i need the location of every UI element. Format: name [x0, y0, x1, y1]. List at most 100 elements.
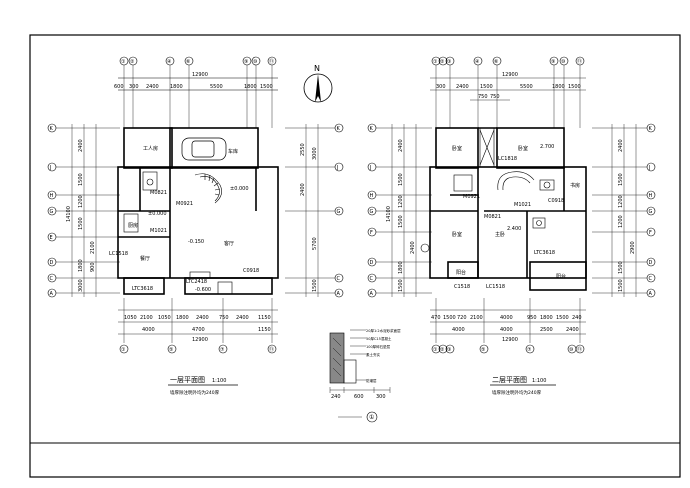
p2-note: 墙厚除注明外均为240厚 — [492, 389, 542, 396]
detail-dim: 600 — [354, 394, 364, 400]
p2-left-dim: 2400 — [398, 139, 404, 152]
p2-bottom-axis: ③ — [447, 347, 451, 353]
p2-right-axis: H — [649, 193, 653, 199]
p1-top-axis: ② — [130, 59, 135, 65]
p1-top-dim: 600 — [114, 84, 124, 90]
p2-right-axis: G — [649, 209, 653, 215]
p1-left-dim: 1800 — [78, 259, 84, 272]
p2-room: 书房 — [570, 182, 580, 189]
p2-level: 2.700 — [540, 144, 554, 150]
p1-bottom-dim: 2400 — [196, 315, 209, 321]
second-floor-plan: ① ② ③ ④ ⑥ ⑨ ⑩ ⑪ 12900 300 2400 1500 5500… — [367, 56, 656, 396]
p2-top-total: 12900 — [502, 72, 518, 78]
p2-right-dim: 1500 — [618, 173, 624, 186]
p2-top-dim: 5500 — [520, 84, 533, 90]
p1-label: M0821 — [150, 190, 167, 196]
p2-left-dim: 2400 — [410, 241, 416, 254]
p2-level: 2.400 — [507, 226, 521, 232]
p2-bottom-dim2: 4000 — [500, 327, 513, 333]
detail-layer: 50厚C15混凝土 — [366, 336, 392, 341]
sheet-border — [29, 34, 681, 478]
p2-right-axis: A — [649, 291, 653, 297]
p1-right-dim: 1500 — [312, 279, 318, 292]
p1-room: 工人房 — [143, 145, 158, 152]
p1-label: LTC2418 — [186, 279, 207, 285]
p1-label: LTC3618 — [132, 286, 153, 292]
p1-room: 车库 — [228, 148, 238, 155]
p2-bottom-axis: ⑪ — [577, 346, 582, 353]
p2-right-axis: C — [649, 276, 653, 282]
p2-left-axis: A — [370, 291, 374, 297]
p2-top-dim: 1800 — [552, 84, 565, 90]
p1-title: 一层平面图 — [170, 376, 205, 384]
p2-bottom-dim2: 2400 — [566, 327, 579, 333]
p2-bottom-dim: 240 — [572, 315, 582, 321]
p1-label: M0921 — [176, 201, 193, 207]
p1-bottom-dim: 1800 — [176, 315, 189, 321]
p2-label: M0921 — [463, 194, 480, 200]
p2-bottom-dim: 1500 — [556, 315, 569, 321]
p2-bottom-axis: ① — [433, 347, 438, 353]
p1-room: 餐厅 — [140, 255, 150, 262]
p1-left-dim: 3000 — [78, 279, 84, 292]
p1-bottom-axis: ⑪ — [269, 346, 274, 353]
p1-left-dim: 1500 — [78, 217, 84, 230]
p1-left-axis: K — [50, 126, 54, 132]
p1-bottom-dim: 750 — [219, 315, 229, 321]
p2-top-dim: 2400 — [456, 84, 469, 90]
p1-bottom-dim: 2400 — [236, 315, 249, 321]
p2-top-subdim: 750 — [478, 94, 488, 100]
p2-left-axis: J — [369, 165, 371, 171]
p2-right-dim: 2400 — [618, 139, 624, 152]
p2-top-dim: 300 — [436, 84, 446, 90]
p1-left-dim: 2100 — [90, 241, 96, 254]
p2-right-axes: K J H G F D C A — [646, 123, 656, 298]
p2-left-dim: 1800 — [398, 261, 404, 274]
p1-top-axis: ④ — [167, 59, 172, 65]
detail-dim: 300 — [376, 394, 386, 400]
stair-icon — [479, 128, 535, 191]
detail-layer: 20厚1:2水泥砂浆面层 — [366, 328, 401, 333]
p1-bottom-axis: ① — [121, 347, 126, 353]
p1-label: LC1518 — [109, 251, 128, 257]
north-arrow-icon: N — [303, 64, 333, 103]
p2-label: LTC3618 — [534, 250, 555, 256]
p2-right-dim: 1500 — [618, 261, 624, 274]
p1-level: -0.150 — [188, 239, 204, 245]
p1-left-axis: E — [50, 235, 53, 241]
p2-title: 二层平面图 — [492, 376, 527, 384]
p2-room: 阳台 — [456, 269, 466, 276]
p2-bottom-dim: 2100 — [470, 315, 483, 321]
p1-left-dim: 900 — [90, 262, 96, 272]
p2-top-axis: ② — [440, 59, 445, 65]
p1-bottom-dim: 1050 — [124, 315, 137, 321]
p1-bottom-dim: 2100 — [140, 315, 153, 321]
p1-right-axis: C — [337, 276, 341, 282]
p2-left-axis: F — [370, 230, 373, 236]
p2-left-axes: K J H G F D C A — [367, 123, 377, 298]
p1-top-axes: ① ② ④ ⑥ ⑨ ⑩ ⑪ — [119, 56, 277, 66]
p2-bottom-dim2: 4000 — [452, 327, 465, 333]
p2-room: 阳台 — [556, 273, 566, 280]
p2-left-dim: 1500 — [398, 215, 404, 228]
p2-bottom-axis: ② — [440, 347, 445, 353]
p1-top-dim: 1800 — [244, 84, 257, 90]
p2-top-axis: ⑩ — [561, 59, 566, 65]
p2-bottom-axis: ⑩ — [569, 347, 574, 353]
p1-note: 墙厚除注明外均为240厚 — [170, 389, 220, 396]
p2-right-axis: D — [649, 260, 653, 266]
p1-bottom-axes: ① ⑤ ⑦ ⑪ — [119, 344, 277, 354]
detail-axis: ① — [369, 414, 374, 421]
p2-right-dim: 1200 — [618, 195, 624, 208]
p2-left-axis: H — [370, 193, 374, 199]
p1-right-axes: K J G C A — [334, 123, 344, 298]
p2-room: 卧室 — [452, 231, 462, 238]
detail-layer: 100厚碎石垫层 — [366, 344, 391, 349]
ground-floor-plan: ① ② ④ ⑥ ⑨ ⑩ ⑪ 12900 600 300 2400 1800 55… — [47, 56, 344, 396]
p1-left-axis: J — [49, 165, 51, 171]
p1-top-dim: 2400 — [146, 84, 159, 90]
p2-left-axis: G — [370, 209, 374, 215]
wall-section-detail: 20厚1:2水泥砂浆面层 50厚C15混凝土 100厚碎石垫层 素土夯实 防潮层… — [329, 328, 401, 423]
p1-bottom-dim2: 4000 — [142, 327, 155, 333]
